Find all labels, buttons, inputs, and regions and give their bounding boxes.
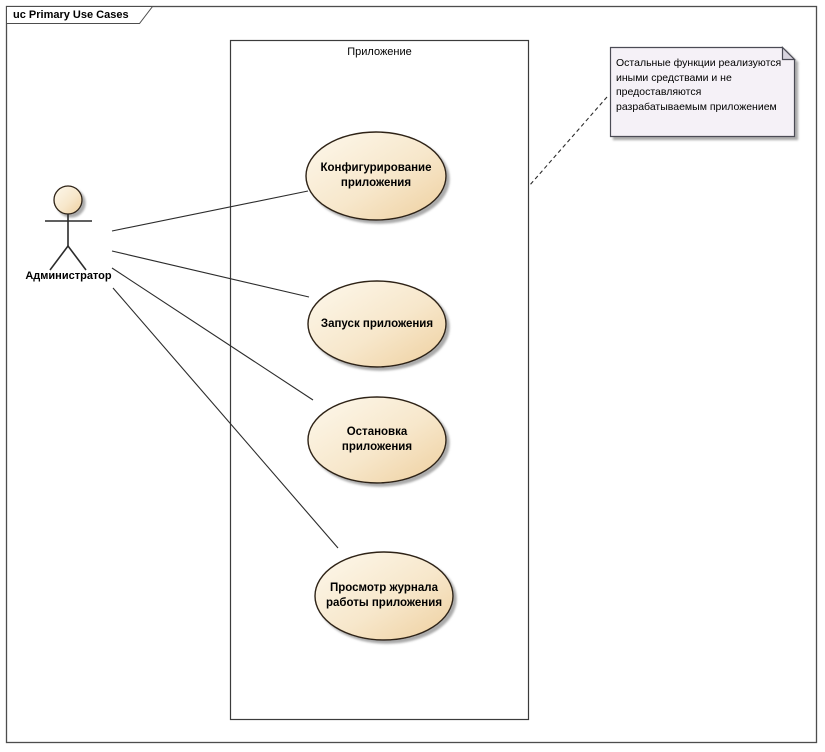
frame-title: uc Primary Use Cases bbox=[13, 9, 129, 21]
use-case-configure-label: Конфигурирование приложения bbox=[320, 162, 432, 189]
associations bbox=[111, 190, 339, 549]
association-configure[interactable] bbox=[111, 190, 309, 232]
use-case-stop-ellipse[interactable] bbox=[307, 396, 447, 484]
note-shape[interactable] bbox=[609, 46, 796, 138]
use-case-start-ellipse[interactable] bbox=[307, 280, 447, 368]
actor-label: Администратор bbox=[25, 270, 112, 282]
note-link[interactable] bbox=[528, 96, 608, 187]
use-case-viewlog-ellipse[interactable] bbox=[314, 551, 454, 641]
use-case-configure-ellipse[interactable] bbox=[305, 131, 447, 221]
diagram-frame-tab bbox=[6, 6, 154, 24]
use-case-stop-label: Остановка приложения bbox=[341, 426, 413, 453]
use-case-start-label: Запуск приложения bbox=[320, 318, 434, 330]
association-stop[interactable] bbox=[111, 267, 314, 401]
note-folded-corner-icon bbox=[781, 46, 796, 61]
association-viewlog[interactable] bbox=[112, 287, 339, 549]
system-boundary-label: Приложение bbox=[347, 46, 412, 58]
actor-head bbox=[53, 185, 83, 215]
use-case-viewlog-label: Просмотр журнала работы приложения bbox=[325, 582, 443, 609]
note-text: Остальные функции реализуются иными сред… bbox=[616, 57, 782, 113]
note-body bbox=[609, 46, 796, 138]
association-start[interactable] bbox=[111, 250, 310, 298]
actor-body bbox=[45, 214, 92, 271]
diagram-frame-border bbox=[5, 5, 818, 744]
actor-figure[interactable] bbox=[45, 185, 92, 271]
